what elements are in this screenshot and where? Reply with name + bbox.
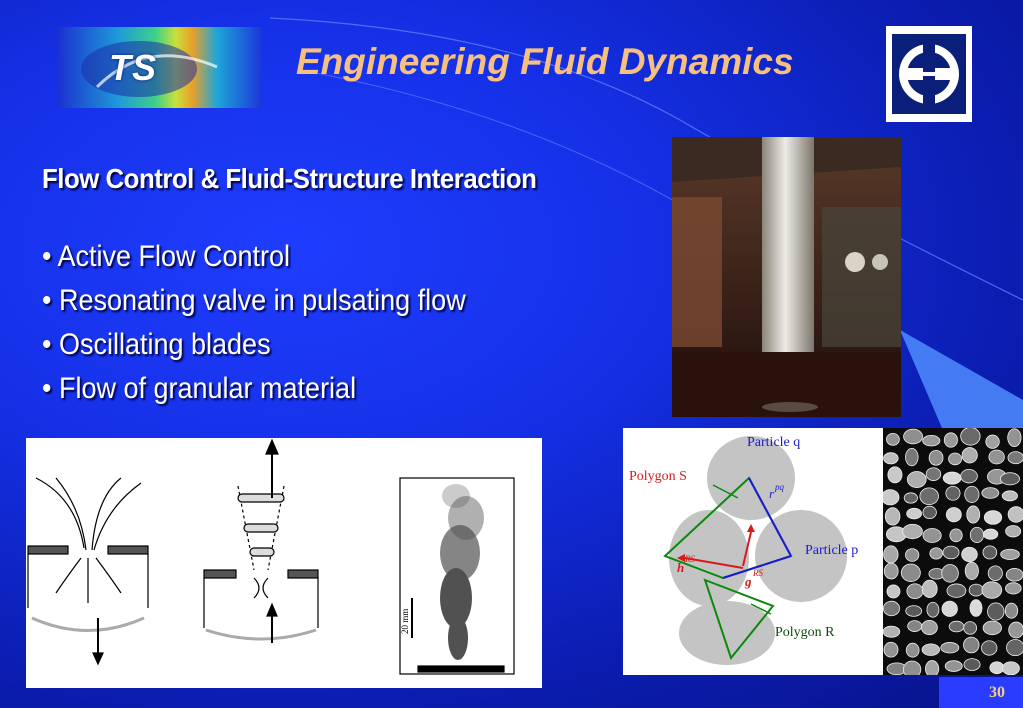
vector-h-label: h — [677, 560, 684, 575]
vector-r-sup: pq — [774, 482, 785, 492]
particle-polygon-diagram: Particle q Particle p Polygon S Polygon … — [623, 428, 884, 675]
flow-control-diagrams: 20 mm — [26, 438, 542, 688]
particle-q-label: Particle q — [747, 435, 800, 450]
ts-logo: TS — [57, 27, 262, 108]
bullet-item: • Flow of granular material — [42, 372, 357, 405]
slide-title: Engineering Fluid Dynamics — [296, 41, 794, 82]
polygon-s-label: Polygon S — [629, 469, 687, 484]
page-number: 30 — [939, 677, 1023, 708]
polygon-r-label: Polygon R — [775, 625, 835, 640]
bullet-item: • Resonating valve in pulsating flow — [42, 284, 466, 317]
bullet-list: • Active Flow Control • Resonating valve… — [42, 235, 513, 411]
wind-tunnel-photo — [672, 137, 901, 417]
scale-label: 20 mm — [400, 609, 410, 634]
vector-r-label: r — [769, 486, 775, 501]
bullet-item: • Oscillating blades — [42, 328, 271, 361]
vector-g-sup: RS — [752, 568, 763, 578]
particle-p-label: Particle p — [805, 543, 858, 558]
bullet-item: • Active Flow Control — [42, 240, 291, 273]
granular-material-photo — [883, 428, 1023, 675]
slide-subtitle: Flow Control & Fluid-Structure Interacti… — [42, 163, 537, 194]
university-emblem-icon — [886, 26, 972, 122]
vector-g-label: g — [744, 574, 752, 589]
ts-logo-text: TS — [109, 47, 158, 88]
vector-h-sup: RS — [684, 554, 695, 564]
